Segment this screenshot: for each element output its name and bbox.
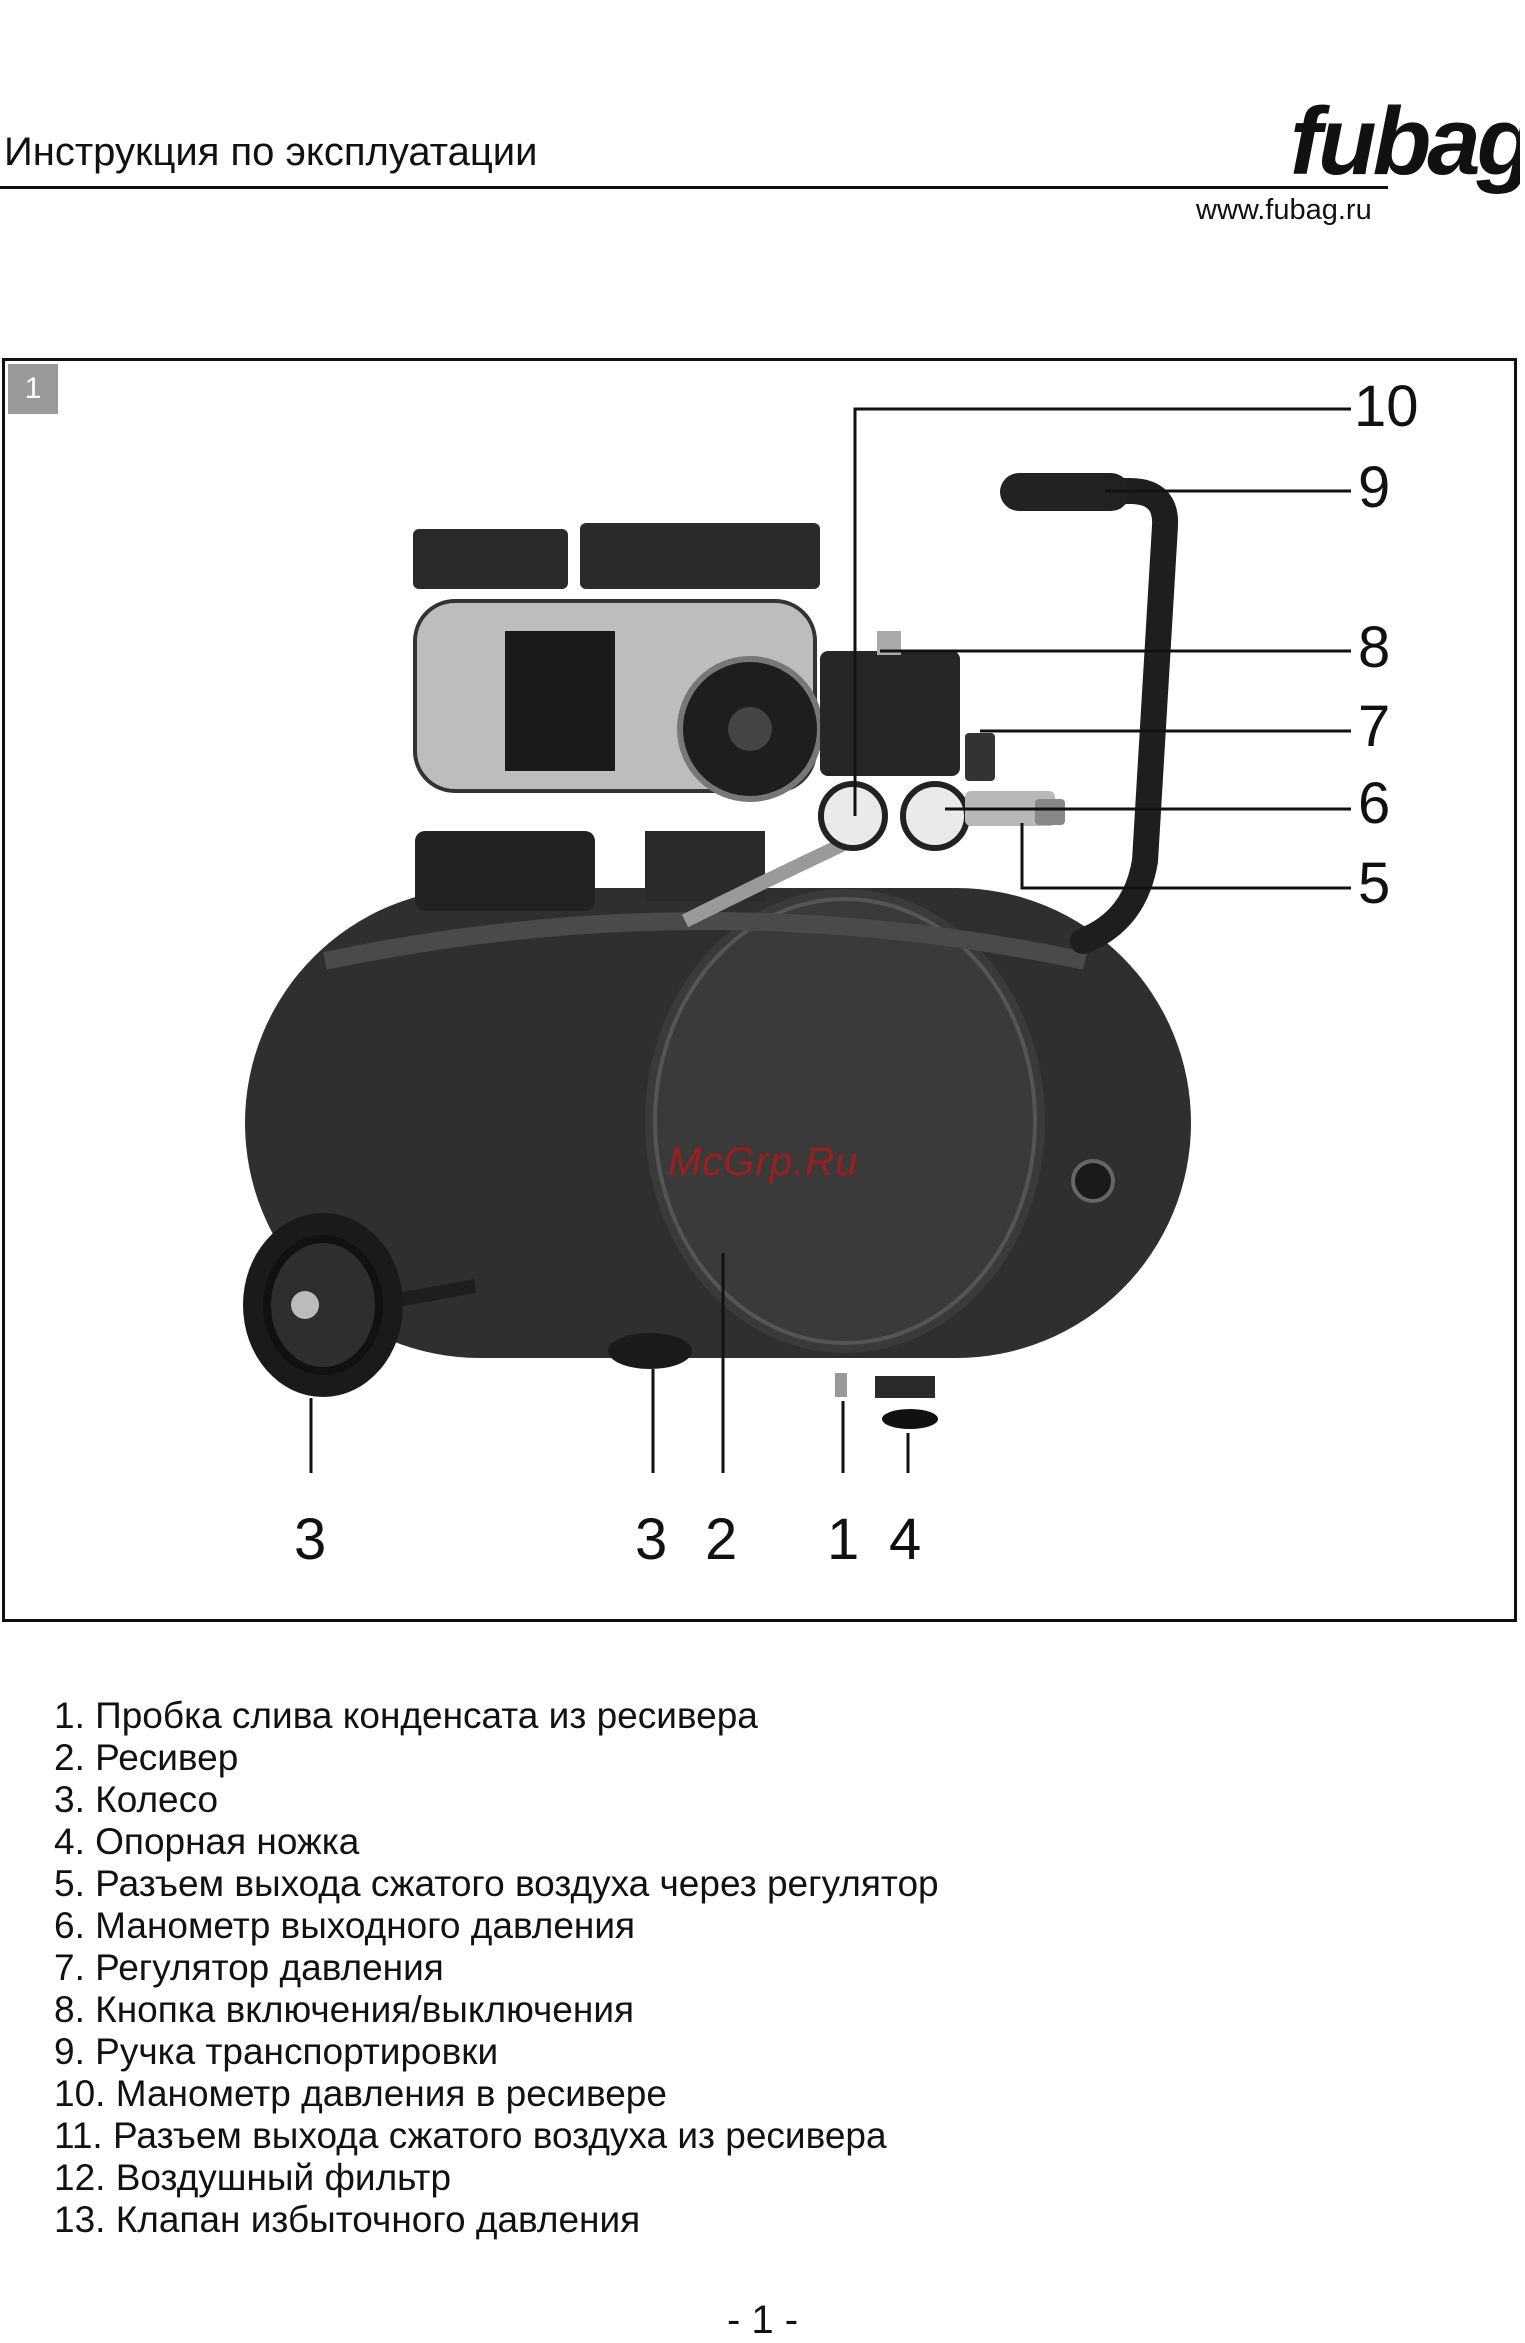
legend-item: 12. Воздушный фильтр <box>54 2157 452 2198</box>
legend-item: 4. Опорная ножка <box>54 1821 360 1862</box>
header-divider <box>0 186 1388 189</box>
parts-legend: 1. Пробка слива конденсата из ресивера 2… <box>54 1695 939 2241</box>
legend-item: 9. Ручка транспортировки <box>54 2031 499 2072</box>
legend-item: 1. Пробка слива конденсата из ресивера <box>54 1695 758 1736</box>
legend-item: 3. Колесо <box>54 1779 219 1820</box>
figure-frame: 1 <box>2 358 1517 1622</box>
callout-5: 5 <box>1358 851 1391 916</box>
figure-number-badge: 1 <box>8 364 58 414</box>
legend-item: 2. Ресивер <box>54 1737 239 1778</box>
fubag-logo: fubag <box>1290 88 1520 195</box>
callout-8: 8 <box>1358 615 1391 680</box>
legend-item: 7. Регулятор давления <box>54 1947 444 1988</box>
watermark: McGrp.Ru <box>668 1140 859 1184</box>
outlet-pressure-gauge <box>900 781 970 851</box>
callout-3-wheel: 3 <box>294 1507 327 1572</box>
callout-10: 10 <box>1354 374 1419 439</box>
callout-6: 6 <box>1358 771 1391 836</box>
compressor-illustration <box>243 407 1351 1473</box>
page-number: - 1 - <box>726 2298 799 2342</box>
callout-2: 2 <box>705 1507 738 1572</box>
legend-item: 8. Кнопка включения/выключения <box>54 1989 635 2030</box>
website-url: www.fubag.ru <box>1196 194 1372 226</box>
legend-item: 6. Манометр выходного давления <box>54 1905 636 1946</box>
document-title: Инструкция по эксплуатации <box>4 130 538 174</box>
pressure-switch-box <box>820 651 960 776</box>
callout-7: 7 <box>1358 694 1391 759</box>
legend-item: 11. Разъем выхода сжатого воздуха из рес… <box>54 2115 887 2156</box>
transport-handle-grip <box>1000 473 1130 511</box>
callout-1: 1 <box>827 1507 860 1572</box>
callout-9: 9 <box>1358 455 1391 520</box>
receiver-pressure-gauge <box>818 781 888 851</box>
legend-item: 5. Разъем выхода сжатого воздуха через р… <box>54 1863 939 1904</box>
callout-4: 4 <box>889 1507 922 1572</box>
svg-text:fubag: fubag <box>1290 88 1520 195</box>
legend-item: 13. Клапан избыточного давления <box>54 2199 641 2240</box>
legend-item: 10. Манометр давления в ресивере <box>54 2073 667 2114</box>
callout-3-rear-wheel: 3 <box>635 1507 668 1572</box>
support-foot <box>882 1409 938 1429</box>
